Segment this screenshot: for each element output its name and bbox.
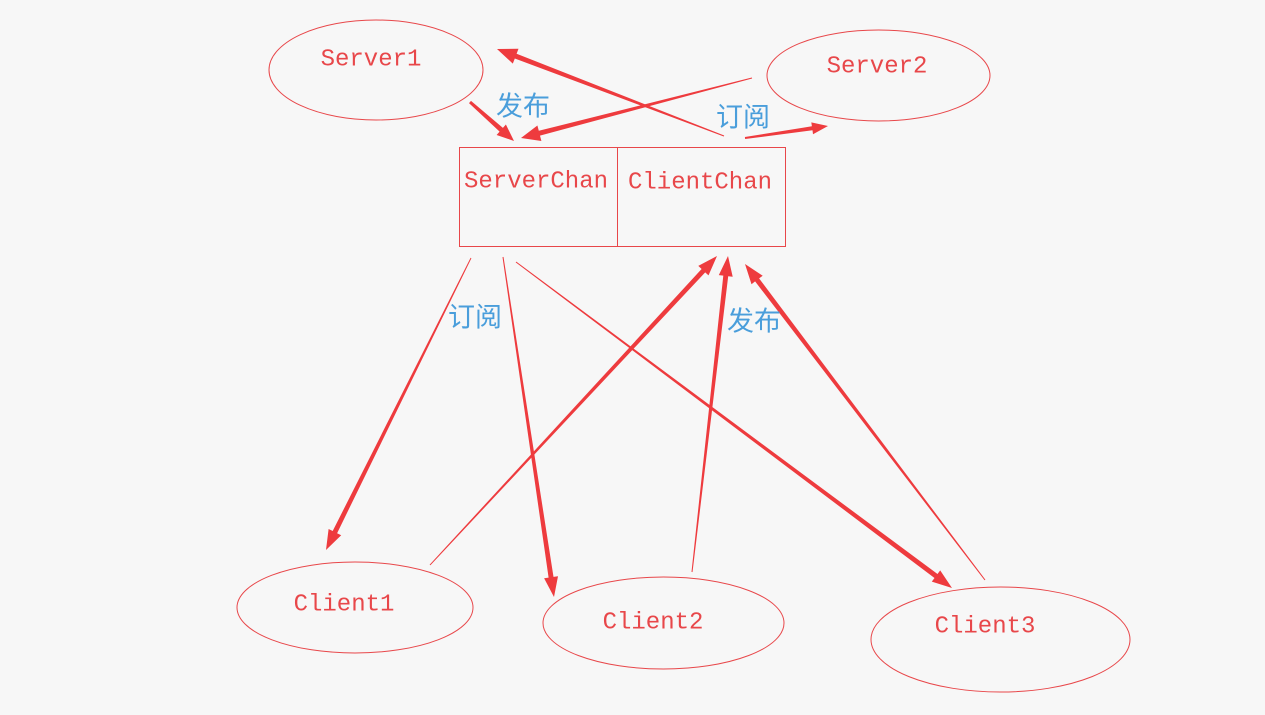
node-server2: Server2 bbox=[766, 29, 991, 122]
subscribe-label-top: 订阅 bbox=[716, 103, 770, 134]
arrow-client2-to-clientchan bbox=[691, 256, 733, 573]
node-server1: Server1 bbox=[268, 19, 484, 121]
client-chan-label: ClientChan bbox=[628, 170, 772, 197]
server2-label: Server2 bbox=[827, 54, 928, 81]
arrow-server1-to-serverchan bbox=[469, 100, 514, 141]
node-client2: Client2 bbox=[542, 576, 785, 670]
server2-ellipse bbox=[766, 29, 991, 122]
client1-label: Client1 bbox=[294, 592, 395, 619]
client3-ellipse bbox=[870, 586, 1131, 693]
arrows bbox=[326, 48, 986, 597]
server1-label: Server1 bbox=[321, 47, 422, 74]
arrow-serverchan-to-client2 bbox=[502, 256, 558, 597]
edge-labels: 发布 订阅 订阅 发布 bbox=[448, 92, 781, 338]
arrow-clientchan-to-server1 bbox=[497, 48, 725, 137]
arrow-client1-to-clientchan bbox=[429, 256, 717, 566]
client3-label: Client3 bbox=[935, 614, 1036, 641]
node-client1: Client1 bbox=[236, 561, 474, 654]
arrow-serverchan-to-client3 bbox=[515, 261, 952, 588]
publish-label-bottom: 发布 bbox=[727, 307, 781, 338]
publish-label-top: 发布 bbox=[496, 92, 550, 123]
arrow-server2-to-serverchan bbox=[521, 77, 753, 141]
arrow-client3-to-clientchan bbox=[745, 264, 986, 581]
client2-ellipse bbox=[542, 576, 785, 670]
client1-ellipse bbox=[236, 561, 474, 654]
arrow-clientchan-to-server2 bbox=[744, 122, 828, 139]
server1-ellipse bbox=[268, 19, 484, 121]
server-chan-label: ServerChan bbox=[464, 169, 608, 196]
client2-label: Client2 bbox=[603, 610, 704, 637]
node-client3: Client3 bbox=[870, 586, 1131, 693]
subscribe-label-bottom: 订阅 bbox=[448, 303, 502, 334]
channel-box-border bbox=[459, 147, 786, 247]
arrow-serverchan-to-client1 bbox=[326, 257, 472, 550]
channel-box: ServerChan ClientChan bbox=[459, 147, 786, 247]
